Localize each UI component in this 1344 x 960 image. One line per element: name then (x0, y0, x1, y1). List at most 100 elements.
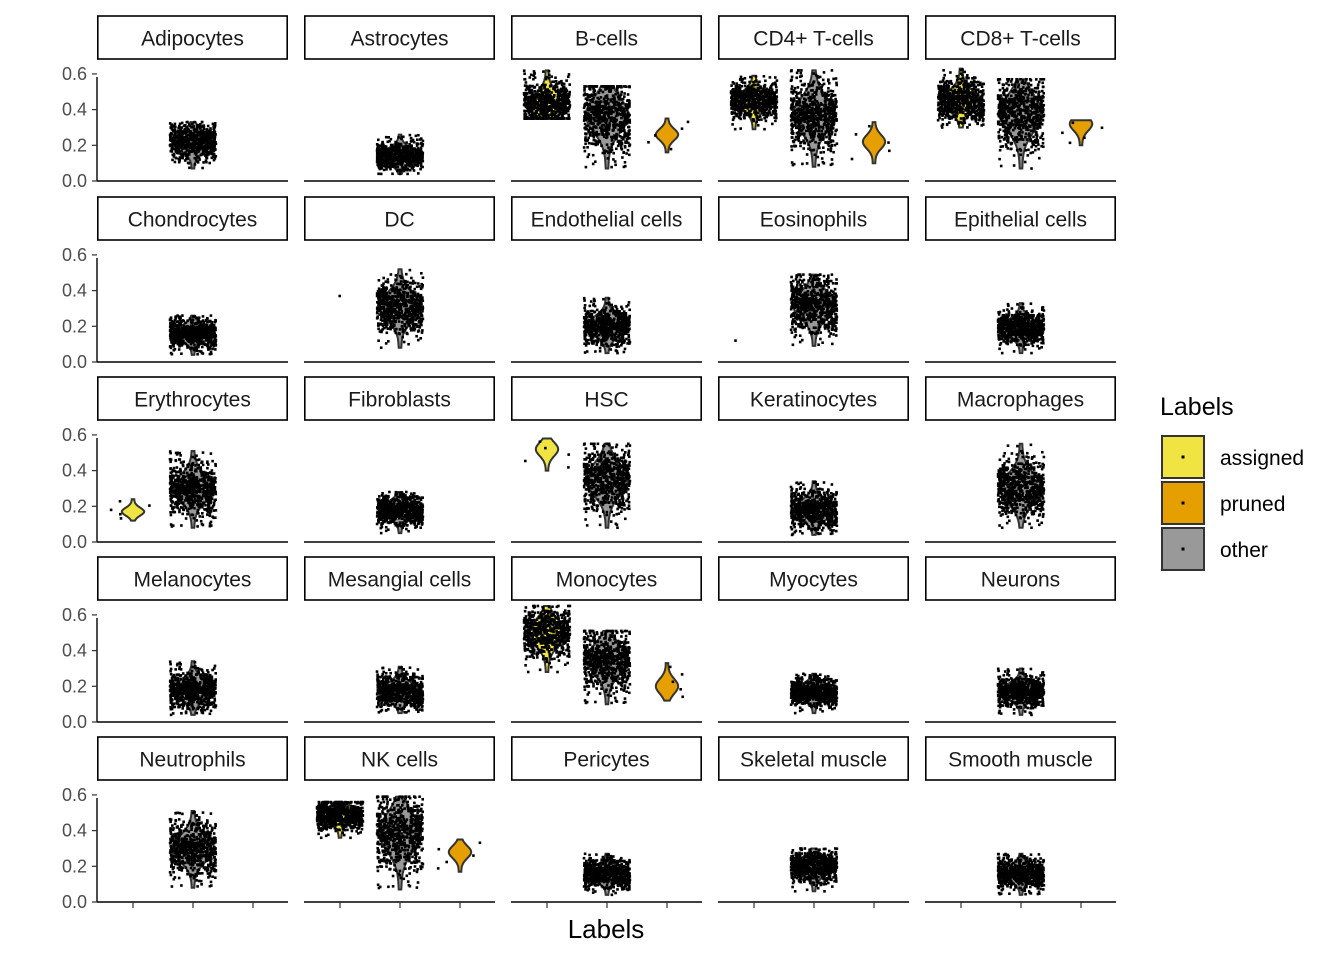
data-point (382, 153, 386, 156)
data-point (829, 147, 833, 150)
data-point (200, 130, 204, 133)
data-point (796, 103, 800, 107)
data-point (590, 110, 594, 114)
data-point (181, 137, 185, 140)
data-point (795, 94, 798, 98)
data-point (394, 151, 398, 155)
data-point (829, 120, 833, 123)
data-point (214, 148, 217, 151)
data-point (805, 115, 808, 118)
data-point (597, 121, 601, 125)
data-point (765, 101, 768, 105)
data-point (624, 103, 628, 106)
data-point (830, 112, 834, 116)
data-point (540, 84, 544, 87)
data-point (617, 102, 621, 106)
data-point (946, 85, 950, 88)
data-point (967, 76, 970, 80)
data-point (828, 137, 831, 140)
data-point (389, 165, 392, 169)
data-point (1010, 83, 1014, 86)
data-point (523, 109, 526, 113)
data-point (559, 102, 563, 105)
data-point (190, 125, 193, 129)
data-point (620, 85, 623, 88)
data-point (810, 116, 813, 120)
data-point (170, 128, 174, 131)
data-point (523, 117, 527, 120)
data-point (188, 144, 192, 148)
data-point (831, 122, 834, 126)
data-point (823, 132, 827, 136)
data-point (586, 146, 589, 149)
data-point (795, 131, 799, 135)
data-point (798, 118, 801, 121)
data-point (196, 142, 199, 145)
data-point (197, 130, 201, 134)
data-point (406, 161, 409, 165)
data-point (620, 142, 624, 146)
data-point (547, 89, 551, 93)
data-point (761, 94, 765, 98)
data-point (791, 125, 794, 129)
data-point (768, 94, 772, 98)
data-point (381, 164, 385, 168)
data-point (733, 103, 737, 106)
data-point (545, 95, 548, 99)
data-point (791, 100, 795, 104)
violin-group-assigned (729, 74, 779, 131)
data-point (175, 134, 178, 138)
data-point (820, 135, 823, 139)
data-point (533, 113, 536, 116)
data-point (559, 87, 563, 91)
data-point (628, 119, 631, 123)
data-point (532, 77, 535, 81)
data-point (802, 107, 806, 111)
data-point (533, 71, 536, 75)
data-point (400, 137, 403, 141)
data-point (738, 109, 741, 112)
data-point (795, 119, 798, 122)
data-point (402, 158, 405, 162)
data-point (807, 96, 810, 100)
data-point (743, 97, 747, 101)
data-point (550, 115, 554, 119)
data-point (565, 107, 569, 111)
data-point (771, 102, 774, 106)
data-point (406, 159, 410, 163)
data-point (179, 153, 183, 156)
data-point (384, 135, 388, 139)
data-point (583, 117, 586, 120)
data-point (533, 76, 537, 79)
data-point (179, 135, 182, 139)
data-point (654, 134, 657, 137)
data-point (1024, 135, 1027, 139)
data-point (169, 135, 172, 139)
data-point (824, 130, 827, 133)
data-point (970, 101, 974, 104)
data-point (826, 142, 830, 146)
data-point (403, 145, 407, 148)
data-point (945, 122, 949, 126)
data-point (563, 109, 566, 113)
data-point (193, 130, 197, 133)
data-point (177, 145, 180, 149)
data-point (212, 152, 216, 156)
data-point (553, 113, 557, 117)
data-point (408, 161, 412, 165)
data-point (193, 149, 196, 152)
data-point (753, 102, 756, 106)
data-point (821, 114, 825, 118)
data-point (799, 91, 802, 94)
data-point (620, 116, 623, 120)
data-point (821, 78, 825, 82)
data-point (745, 95, 748, 99)
data-point (750, 103, 754, 106)
data-point (598, 105, 602, 108)
data-point (740, 80, 744, 84)
data-point (997, 120, 1001, 123)
data-point (756, 83, 759, 87)
data-point (408, 143, 411, 146)
data-point (213, 134, 216, 138)
data-point (751, 93, 754, 96)
